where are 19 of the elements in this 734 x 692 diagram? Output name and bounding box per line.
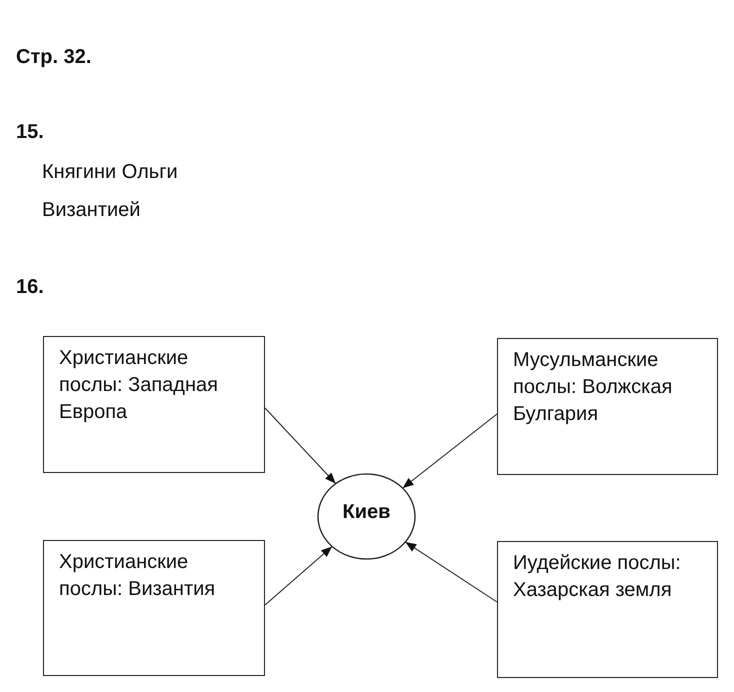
arrow <box>264 408 336 484</box>
heading-label: 15. <box>16 121 44 143</box>
node-label: Мусульманские послы: Волжская Булгария <box>513 348 674 427</box>
text-box <box>43 540 265 676</box>
answer-text: Византией <box>42 199 140 221</box>
arrow <box>404 541 498 602</box>
node-label: Христианские послы: Западная Европа <box>59 346 219 425</box>
arrow <box>264 546 333 606</box>
text-box <box>43 336 265 473</box>
heading-label: 16. <box>16 276 44 298</box>
heading-label: Стр. 32. <box>16 46 92 68</box>
node-label: Христианские послы: Византия <box>59 550 216 602</box>
arrow <box>402 414 498 489</box>
answer-text: Княгини Ольги <box>42 161 178 183</box>
ellipse-node <box>318 474 415 559</box>
node-label: Иудейские послы: Хазарская земля <box>513 551 682 603</box>
node-label: Киев <box>342 500 390 525</box>
text-box <box>497 541 718 678</box>
text-box <box>497 338 718 475</box>
